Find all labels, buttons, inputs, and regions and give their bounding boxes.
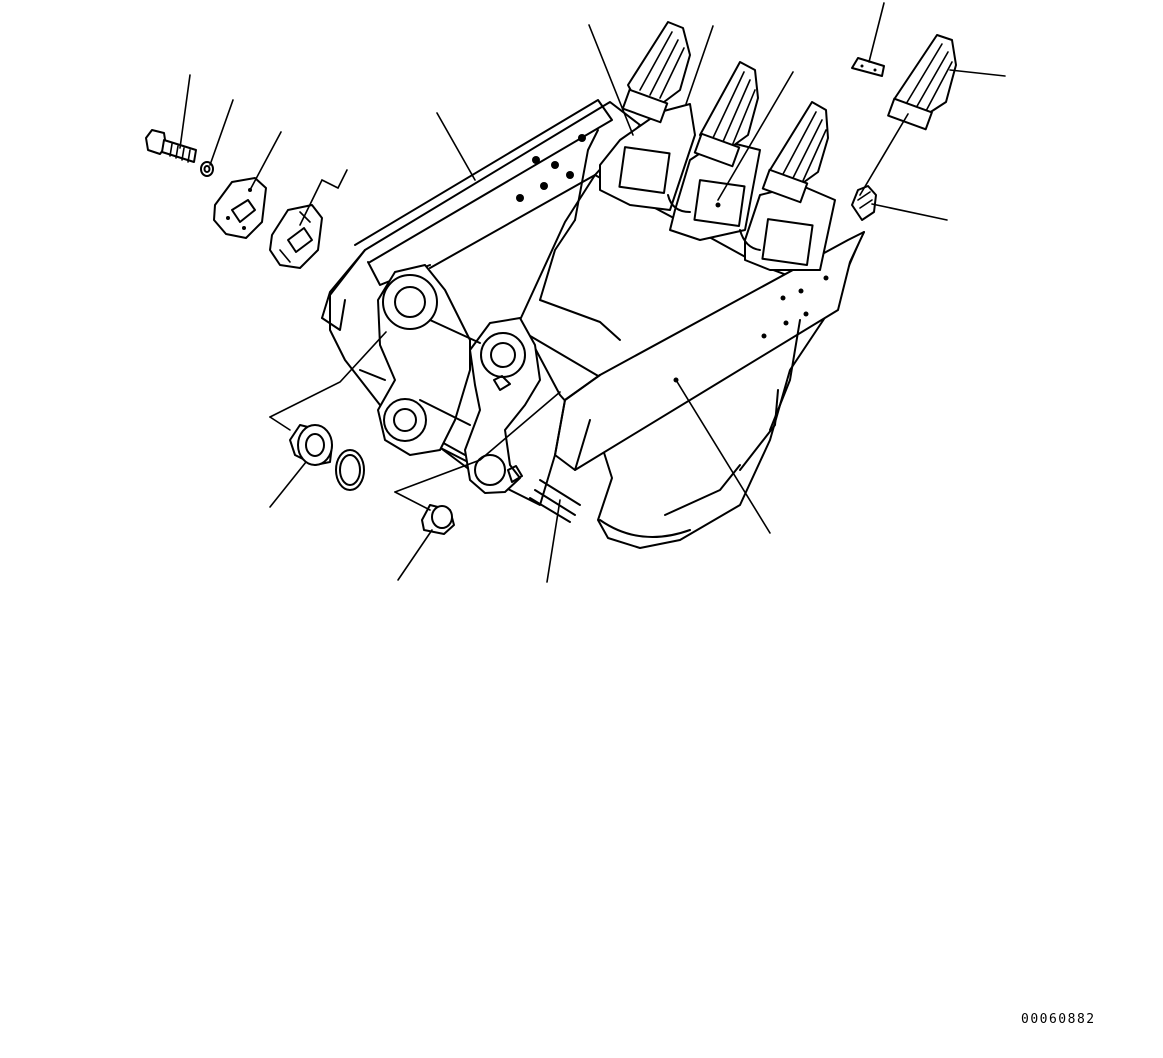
leader-lines <box>179 2 1006 583</box>
link-brackets <box>377 264 541 494</box>
drawing-code: 00060882 <box>1021 1012 1096 1027</box>
tooth-adapters <box>599 103 836 271</box>
shim-plate <box>269 204 323 269</box>
collar <box>421 504 455 535</box>
o-ring <box>335 449 365 491</box>
lock-pin <box>851 57 885 77</box>
spacer-plate <box>213 177 267 239</box>
bucket-body <box>321 99 865 549</box>
tooth-points <box>621 21 957 221</box>
bolt <box>145 129 197 163</box>
washer <box>200 161 214 177</box>
bushing <box>289 424 333 466</box>
